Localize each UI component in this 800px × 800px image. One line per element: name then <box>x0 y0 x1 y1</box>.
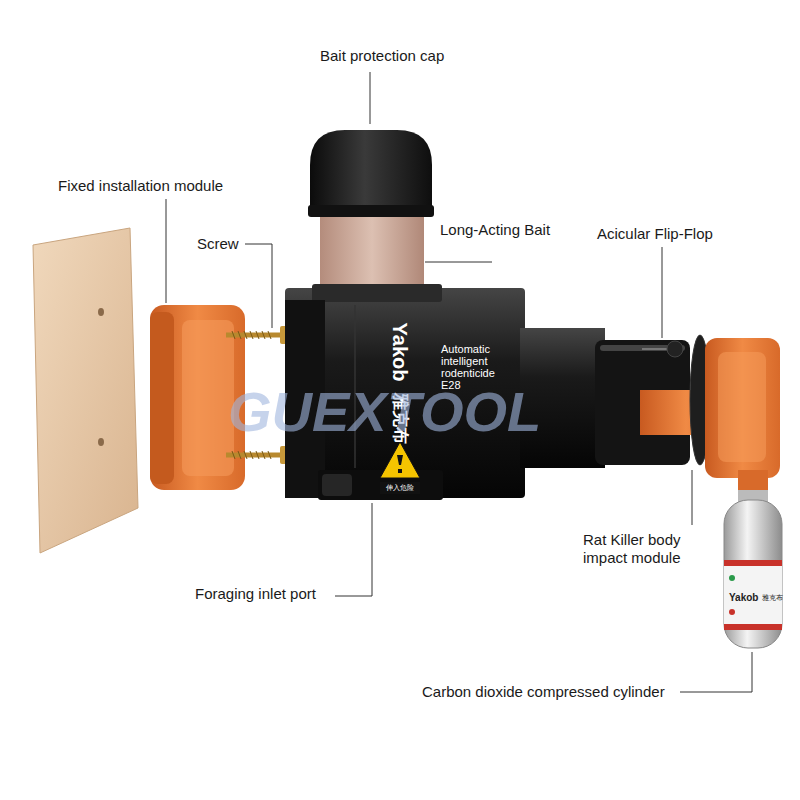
foraging-port <box>322 474 352 496</box>
screw-thread <box>232 331 271 339</box>
impact-head-face <box>718 352 766 462</box>
needle <box>642 348 668 350</box>
impact-head <box>705 338 780 478</box>
leader-line <box>662 247 663 338</box>
part-label: Carbon dioxide compressed cylinder <box>422 683 665 701</box>
mount-module-side <box>150 312 174 484</box>
bait-cap <box>310 130 432 215</box>
leader-line <box>245 244 272 328</box>
cylinder-stripe <box>724 624 782 630</box>
brand-mark: Yakob <box>729 592 758 604</box>
leader-line <box>680 652 752 692</box>
bait-cap-rim <box>308 205 434 217</box>
watermark: GUEXTOOL <box>228 378 541 445</box>
cylinder-icon <box>729 575 735 581</box>
leader-line <box>335 503 372 596</box>
part-label: Acicular Flip-Flop <box>597 225 713 243</box>
cylinder-icon <box>729 609 735 615</box>
part-label: Bait protection cap <box>320 47 444 65</box>
part-label: Screw <box>197 235 239 253</box>
warning-mark <box>397 455 403 473</box>
part-label: Rat Killer body impact module <box>583 531 708 567</box>
screw-symbol <box>226 446 287 464</box>
part-label: Foraging inlet port <box>195 585 316 603</box>
part-label: Long-Acting Bait <box>440 221 550 239</box>
body-top-slab <box>312 284 442 302</box>
warning-strip <box>380 482 420 494</box>
bait-block <box>320 205 424 295</box>
cylinder-stripe <box>724 560 782 566</box>
part-label: Fixed installation module <box>58 177 223 195</box>
leader-lines <box>166 72 752 692</box>
co2-cylinder <box>724 500 782 648</box>
brand-mark: 雅克布 <box>762 594 783 602</box>
screw-hole <box>98 438 104 446</box>
leader-line <box>166 199 167 303</box>
wall-board <box>33 228 138 553</box>
warning-triangle <box>380 442 420 478</box>
warning-text: 伸入危险 <box>386 484 414 492</box>
screw-hole <box>98 308 104 316</box>
screw-symbol <box>226 326 287 344</box>
leader-line <box>425 262 492 263</box>
needle-knob <box>667 341 683 357</box>
cylinder-label <box>724 560 782 630</box>
leader-line <box>370 72 371 124</box>
screw-thread <box>232 451 271 459</box>
leader-line <box>692 470 693 525</box>
brand-mark: Yakob <box>388 323 412 382</box>
body-foot <box>318 470 443 500</box>
